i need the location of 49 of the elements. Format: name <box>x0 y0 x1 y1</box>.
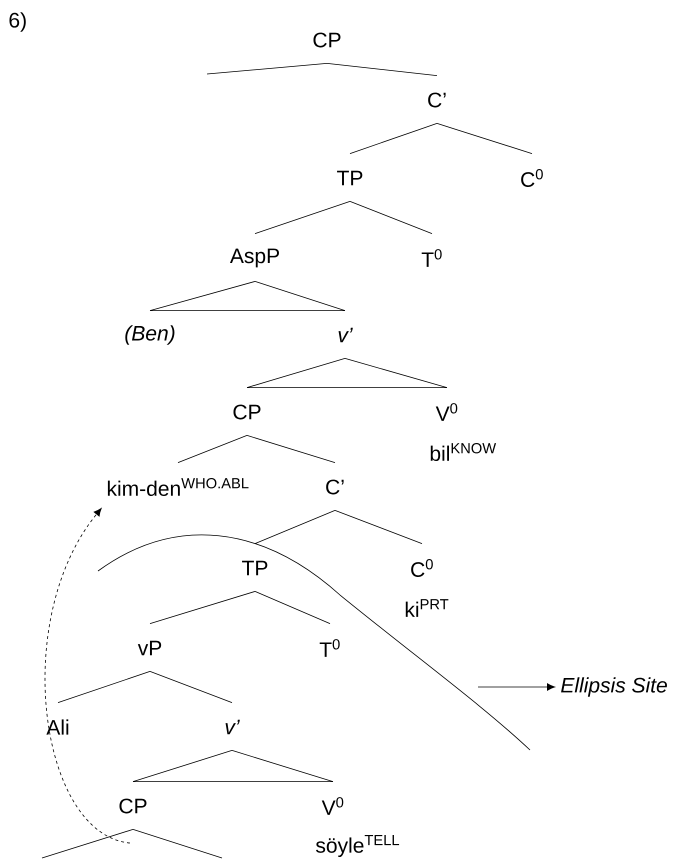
node-label: C$^{0}$ <box>411 559 433 577</box>
gloss-label: söyle$^{TELL}$ <box>316 835 400 857</box>
node-label: V$^{0}$ <box>436 403 458 421</box>
branch-line <box>232 750 334 782</box>
node-label: Ellipsis Site <box>561 677 667 697</box>
branch-line <box>132 750 232 782</box>
branch-line <box>350 123 438 154</box>
node-label: vP <box>138 640 162 656</box>
branch-line <box>150 281 256 311</box>
node-label: T$^{0}$ <box>320 639 340 657</box>
node-label: TP <box>242 560 268 576</box>
branch-line <box>436 123 532 154</box>
branch-line <box>254 281 346 311</box>
branch-line <box>350 201 432 234</box>
branch-line <box>334 510 422 544</box>
branch-line <box>326 63 438 76</box>
branch-line <box>150 591 256 624</box>
movement-arrow <box>44 508 130 844</box>
branch-line <box>254 591 330 624</box>
branch-line <box>58 671 150 703</box>
branch-line <box>178 435 248 463</box>
node-label: CP <box>233 404 260 420</box>
node-label: C’ <box>326 480 344 494</box>
node-label: C$^{0}$ <box>521 169 543 187</box>
node-label: TP <box>337 170 362 186</box>
branch-line <box>344 358 448 388</box>
example-number: 6) <box>9 12 26 32</box>
branch-line <box>206 63 328 74</box>
branch-line <box>42 829 134 858</box>
node-label: (Ben) <box>125 325 174 345</box>
branch-line <box>150 671 232 703</box>
node-label: CP <box>313 32 340 48</box>
node-label: AspP <box>230 248 279 268</box>
branch-line <box>246 435 336 463</box>
node-label: T$^{0}$ <box>422 249 442 267</box>
node-label: CP <box>119 798 146 814</box>
branch-line <box>254 510 336 544</box>
node-label: kim-den$^{WHO.ABL}$ <box>108 478 248 496</box>
gloss-label: ki$^{PRT}$ <box>406 599 448 617</box>
branch-line <box>254 201 350 234</box>
branch-line <box>246 358 346 388</box>
branch-line <box>132 829 222 858</box>
arrow <box>478 683 555 691</box>
node-label: v’ <box>226 720 240 734</box>
node-label: V$^{0}$ <box>322 797 344 815</box>
node-label: v’ <box>338 328 353 342</box>
gloss-label: bil$^{KNOW}$ <box>430 443 496 461</box>
node-label: C’ <box>428 92 446 108</box>
node-label: Ali <box>46 719 68 735</box>
